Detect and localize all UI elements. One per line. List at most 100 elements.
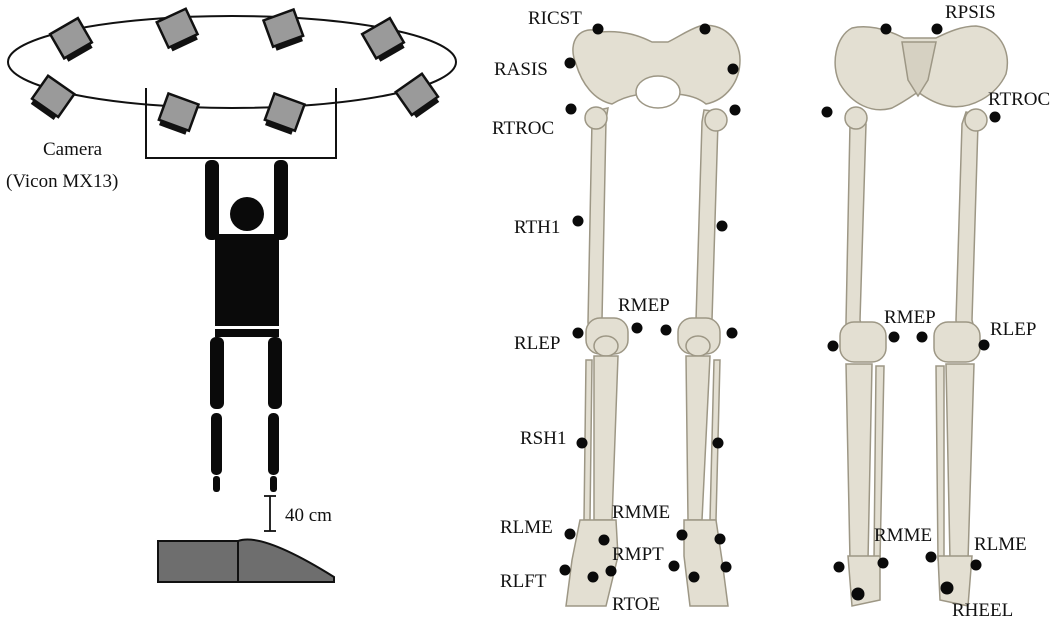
marker-rlep-back-left — [827, 340, 839, 352]
label-rlme-back: RLME — [974, 534, 1027, 555]
camera-icon — [394, 72, 443, 121]
drop-height-dimension — [264, 495, 276, 532]
camera-icon — [27, 74, 76, 123]
back-markers — [821, 23, 1001, 601]
label-rtoe: RTOE — [612, 594, 661, 615]
marker-ricst-right — [592, 23, 604, 35]
camera-label: Camera — [43, 139, 103, 160]
pelvis-bone — [572, 24, 741, 105]
label-rtroc-front: RTROC — [492, 118, 555, 139]
label-rlep-back: RLEP — [990, 319, 1037, 340]
camera-icon — [261, 92, 306, 137]
camera-icon — [155, 7, 201, 54]
camera-setup — [7, 7, 457, 583]
marker-rmme-back-left — [877, 557, 889, 569]
marker-rmpt-left — [668, 560, 680, 572]
camera-model-label: (Vicon MX13) — [6, 171, 119, 192]
marker-rasis-right — [564, 57, 576, 69]
left-shank — [211, 413, 222, 475]
label-rsh1: RSH1 — [520, 428, 567, 449]
right-heel-bones — [937, 555, 973, 607]
capture-volume-ellipse — [7, 15, 457, 109]
marker-rasis-left — [727, 63, 739, 75]
marker-rmme-left — [676, 529, 688, 541]
right-leg-posterior — [945, 363, 975, 561]
pelvic-opening — [635, 75, 681, 109]
label-rmpt: RMPT — [612, 544, 664, 565]
marker-rtoe-right — [587, 571, 599, 583]
right-foot — [270, 476, 277, 492]
human-figure — [205, 160, 288, 492]
left-tibia — [685, 355, 711, 521]
marker-rlep-left — [726, 327, 738, 339]
right-femur-posterior — [955, 111, 986, 347]
marker-rmpt-right — [605, 565, 617, 577]
head — [230, 197, 264, 231]
right-shank — [268, 413, 279, 475]
marker-rmme-right — [598, 534, 610, 546]
label-rmep-back: RMEP — [884, 307, 936, 328]
label-rtroc-back: RTROC — [988, 89, 1051, 110]
label-rmme-back: RMME — [874, 525, 933, 546]
drop-height-label: 40 cm — [285, 505, 332, 526]
marker-rlme-left — [714, 533, 726, 545]
label-rasis: RASIS — [494, 59, 548, 80]
left-foot-bones — [683, 519, 729, 607]
right-femur — [587, 107, 611, 349]
marker-rmep-back-left — [888, 331, 900, 343]
marker-rmep-right — [631, 322, 643, 334]
marker-rth1-left — [716, 220, 728, 232]
left-leg-posterior — [845, 363, 873, 561]
marker-rlme-right — [564, 528, 576, 540]
left-foot — [213, 476, 220, 492]
pelvis — [215, 329, 279, 337]
label-rth1: RTH1 — [514, 217, 561, 238]
right-tibia — [593, 355, 619, 521]
marker-rlme-back-left — [833, 561, 845, 573]
label-rpsis: RPSIS — [945, 2, 996, 23]
left-knee-posterior — [839, 321, 887, 363]
marker-rlft-left — [720, 561, 732, 573]
marker-rheel-right — [940, 581, 954, 595]
marker-rheel-left — [851, 587, 865, 601]
label-rlme-front: RLME — [500, 517, 553, 538]
marker-rmep-back-right — [916, 331, 928, 343]
camera-icon — [48, 16, 96, 64]
marker-rtroc-left — [729, 104, 741, 116]
marker-rsh1-left — [712, 437, 724, 449]
label-rlep-front: RLEP — [514, 333, 561, 354]
camera-icon — [155, 92, 200, 137]
left-arm — [205, 160, 219, 240]
left-thigh — [210, 337, 224, 409]
label-rmme-front: RMME — [612, 502, 671, 523]
marker-rtroc-back-left — [821, 106, 833, 118]
marker-rpsis-right — [931, 23, 943, 35]
right-knee-posterior — [933, 321, 981, 363]
marker-rmep-left — [660, 324, 672, 336]
right-leg-fibula-posterior — [935, 365, 945, 561]
marker-rpsis-left — [880, 23, 892, 35]
left-heel-bones — [847, 555, 881, 607]
marker-rlep-right — [572, 327, 584, 339]
front-skeleton — [565, 24, 741, 607]
front-markers — [559, 23, 741, 583]
landing-ramp — [157, 538, 335, 583]
sacrum — [901, 41, 937, 98]
right-thigh — [268, 337, 282, 409]
label-rmep-front: RMEP — [618, 295, 670, 316]
left-femur-posterior — [844, 111, 867, 350]
torso — [215, 234, 279, 326]
marker-rlme-back-right — [970, 559, 982, 571]
marker-rlft-right — [559, 564, 571, 576]
marker-rmme-back-right — [925, 551, 937, 563]
mounting-frame — [145, 88, 337, 159]
label-ricst: RICST — [528, 8, 582, 29]
marker-rlep-back-right — [978, 339, 990, 351]
label-rheel: RHEEL — [952, 600, 1014, 621]
marker-ricst-left — [699, 23, 711, 35]
marker-rtroc-back-right — [989, 111, 1001, 123]
marker-rth1-right — [572, 215, 584, 227]
marker-rtroc-right — [565, 103, 577, 115]
